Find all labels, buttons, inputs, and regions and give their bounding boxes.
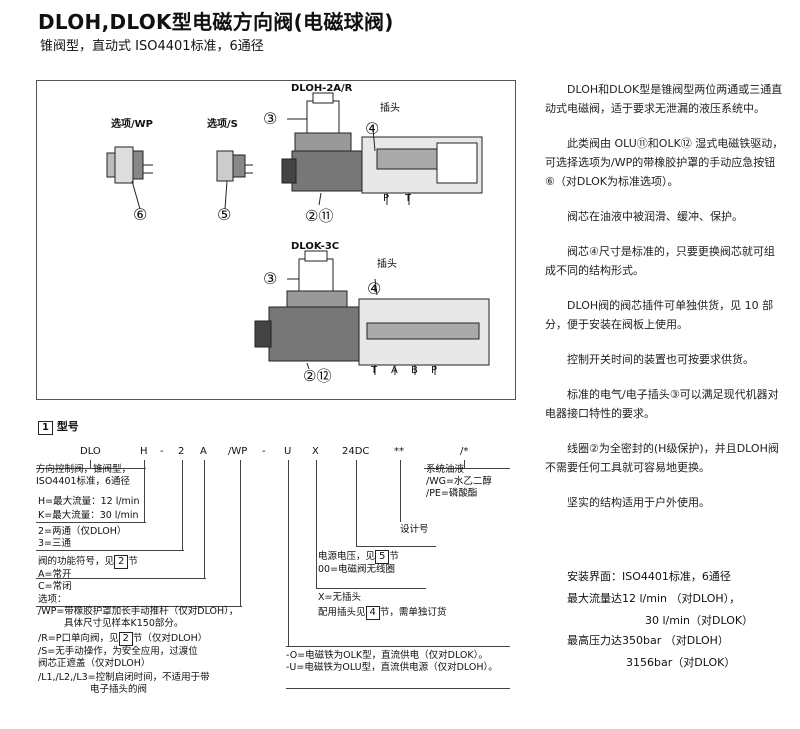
callout-4-top: ④ [365, 119, 380, 138]
callout-3-bottom: ③ [263, 269, 278, 288]
code-dlo: DLO [80, 446, 101, 457]
option-wp-part [106, 146, 153, 184]
desc-k: K=最大流量：30 l/min [38, 510, 139, 521]
desc-l-1: /L1,/L2,/L3=控制启闭时间，不适用于带 [38, 672, 210, 683]
code-24dc: 24DC [342, 446, 370, 457]
spec-pressure-dloh: 最高压力达350bar （对DLOH） [567, 634, 729, 647]
desc-h: H=最大流量：12 l/min [38, 496, 140, 507]
desc-oil-3: /PE=磷酸酯 [426, 488, 478, 499]
callout-6: ⑥ [133, 205, 148, 224]
callout-5: ⑤ [217, 205, 232, 224]
desc-three: 3=三通 [38, 538, 72, 549]
description-column: DLOH和DLOK型是锥阀型两位两通或三通直动式电磁阀，适于要求无泄漏的液压系统… [545, 80, 785, 528]
spec-interface: 安装界面：ISO4401标准，6通径 [567, 570, 731, 583]
code-wp: /WP [228, 446, 248, 457]
valve-diagram-frame: 选项/WP 选项/S DLOH-2A/R 插头 DLOK-3C 插头 ③ ④ ⑥… [36, 80, 516, 400]
port-p-top: P [383, 193, 390, 204]
ref-box-5: 5 [375, 550, 390, 564]
valve-cross-section-drawing [106, 92, 490, 375]
desc-wp-2: 具体尺寸见样本K150部分。 [64, 618, 184, 629]
description-paragraph: 此类阀由 OLU⑪和OLK⑫ 湿式电磁铁驱动，可选择选项为/WP的带橡胶护罩的手… [545, 137, 784, 188]
description-paragraph: 阀芯在油液中被润滑、缓冲、保护。 [567, 210, 743, 223]
callout-2-11: ②⑪ [305, 207, 334, 225]
label-plug-bottom: 插头 [377, 259, 397, 270]
desc-u-coil: -U=电磁铁为OLU型，直流供电源（仅对DLOH）。 [286, 662, 498, 673]
desc-oil-1: 系统油液 [426, 464, 465, 475]
description-paragraph: 标准的电气/电子插头③可以满足现代机器对电器接口特性的要求。 [545, 388, 779, 420]
desc-a: A=常开 [38, 569, 72, 580]
desc-x-1: X=无插头 [318, 592, 361, 603]
section-number-box: 1 [38, 421, 53, 435]
label-dlok-3c: DLOK-3C [291, 241, 340, 252]
label-plug-top: 插头 [380, 103, 400, 114]
code-a: A [200, 446, 207, 457]
port-p-bottom: P [431, 365, 438, 376]
code-dash-1: - [160, 446, 164, 457]
code-x: X [312, 446, 319, 457]
description-paragraph: 坚实的结构适用于户外使用。 [567, 496, 710, 509]
description-paragraph: 阀芯④尺寸是标准的，只要更换阀芯就可组成不同的结构形式。 [545, 245, 775, 277]
code-dash-2: - [262, 446, 266, 457]
code-design: ** [394, 446, 404, 457]
callout-2-12: ②⑫ [303, 367, 332, 385]
desc-dlo: 方向控制阀，锥阀型，ISO4401标准，6通径 [36, 464, 132, 487]
desc-c: C=常闭 [38, 581, 72, 592]
desc-s-1: /S=无手动操作，为安全应用，过渡位 [38, 646, 198, 657]
option-s-part [216, 150, 253, 182]
ref-box-4: 4 [365, 606, 380, 620]
page-title: DLOH,DLOK型电磁方向阀(电磁球阀) [38, 10, 394, 34]
label-option-wp: 选项/WP [111, 119, 154, 130]
desc-wp-1: /WP=带橡胶护罩加长手动推杆（仅对DLOH）， [38, 606, 239, 617]
code-fluid: /* [460, 446, 469, 457]
ref-box-2: 2 [114, 555, 129, 569]
code-h: H [140, 446, 148, 457]
model-section-heading: 1 型号 [38, 418, 79, 435]
port-a-bottom: A [391, 365, 398, 376]
code-u: U [284, 446, 292, 457]
ref-box-2b: 2 [118, 632, 133, 646]
description-paragraph: DLOH阀的阀芯插件可单独供货，见 10 部分，便于安装在阀板上使用。 [545, 299, 774, 331]
code-2: 2 [178, 446, 185, 457]
section-title: 型号 [56, 420, 79, 433]
description-paragraph: DLOH和DLOK型是锥阀型两位两通或三通直动式电磁阀，适于要求无泄漏的液压系统… [545, 83, 783, 115]
spec-flow-dloh: 最大流量达12 l/min （对DLOH）， [567, 592, 741, 605]
desc-options-title: 选项： [38, 594, 67, 605]
port-t-top: T [405, 193, 412, 204]
port-b-bottom: B [411, 365, 418, 376]
spec-pressure-dlok: 3156bar（对DLOK） [626, 656, 736, 669]
desc-l-2: 电子插头的阀 [90, 684, 148, 695]
description-paragraph: 控制开关时间的装置也可按要求供货。 [567, 353, 754, 366]
desc-o-coil: -O=电磁铁为OLK型，直流供电（仅对DLOK）。 [286, 650, 488, 661]
dloh-valve-body [281, 92, 483, 205]
label-option-s: 选项/S [207, 119, 238, 130]
spec-flow-dlok: 30 l/min（对DLOK） [645, 614, 754, 627]
desc-two: 2=两通（仅DLOH） [38, 526, 127, 537]
page-subtitle: 锥阀型，直动式 ISO4401标准，6通径 [40, 39, 264, 54]
description-paragraph: 线圈②为全密封的(H级保护)，并且DLOH阀不需要任何工具就可容易地更换。 [545, 442, 779, 474]
desc-design: 设计号 [400, 524, 429, 535]
callout-3-top: ③ [263, 109, 278, 128]
dlok-valve-body [254, 250, 490, 375]
label-dloh-2a-r: DLOH-2A/R [291, 83, 353, 94]
callout-4-bottom: ④ [367, 279, 382, 298]
port-t-bottom: T [371, 365, 378, 376]
desc-oil-2: /WG=水乙二醇 [426, 476, 492, 487]
desc-s-2: 阀芯正遮盖（仅对DLOH） [38, 658, 151, 669]
desc-voltage-00: 00=电磁阀无线圈 [318, 564, 396, 575]
